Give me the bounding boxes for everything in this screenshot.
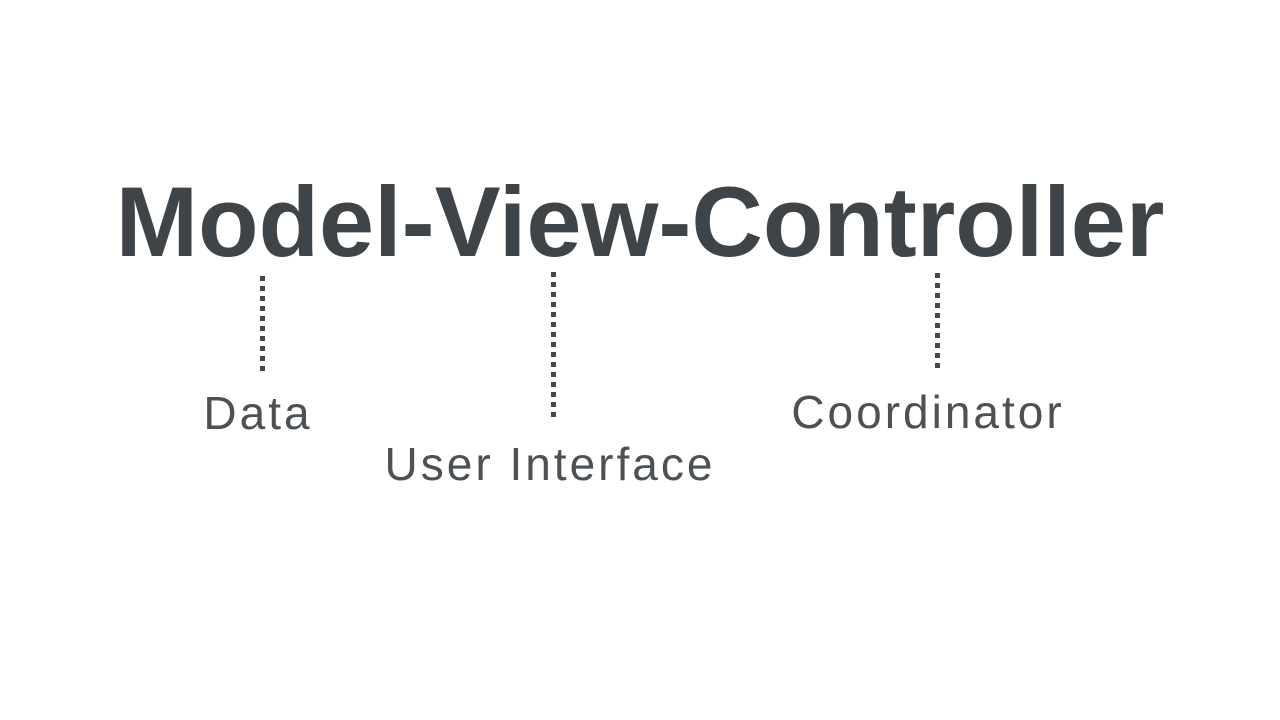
annotation-view-user-interface: User Interface [384, 438, 716, 490]
dotted-connector-model [260, 276, 265, 372]
dotted-connector-controller [935, 273, 940, 369]
annotation-model-data: Data [203, 387, 313, 439]
annotation-controller-coordinator: Coordinator [791, 386, 1065, 438]
slide-title: Model-View-Controller [115, 166, 1165, 277]
dotted-connector-view [551, 272, 556, 419]
